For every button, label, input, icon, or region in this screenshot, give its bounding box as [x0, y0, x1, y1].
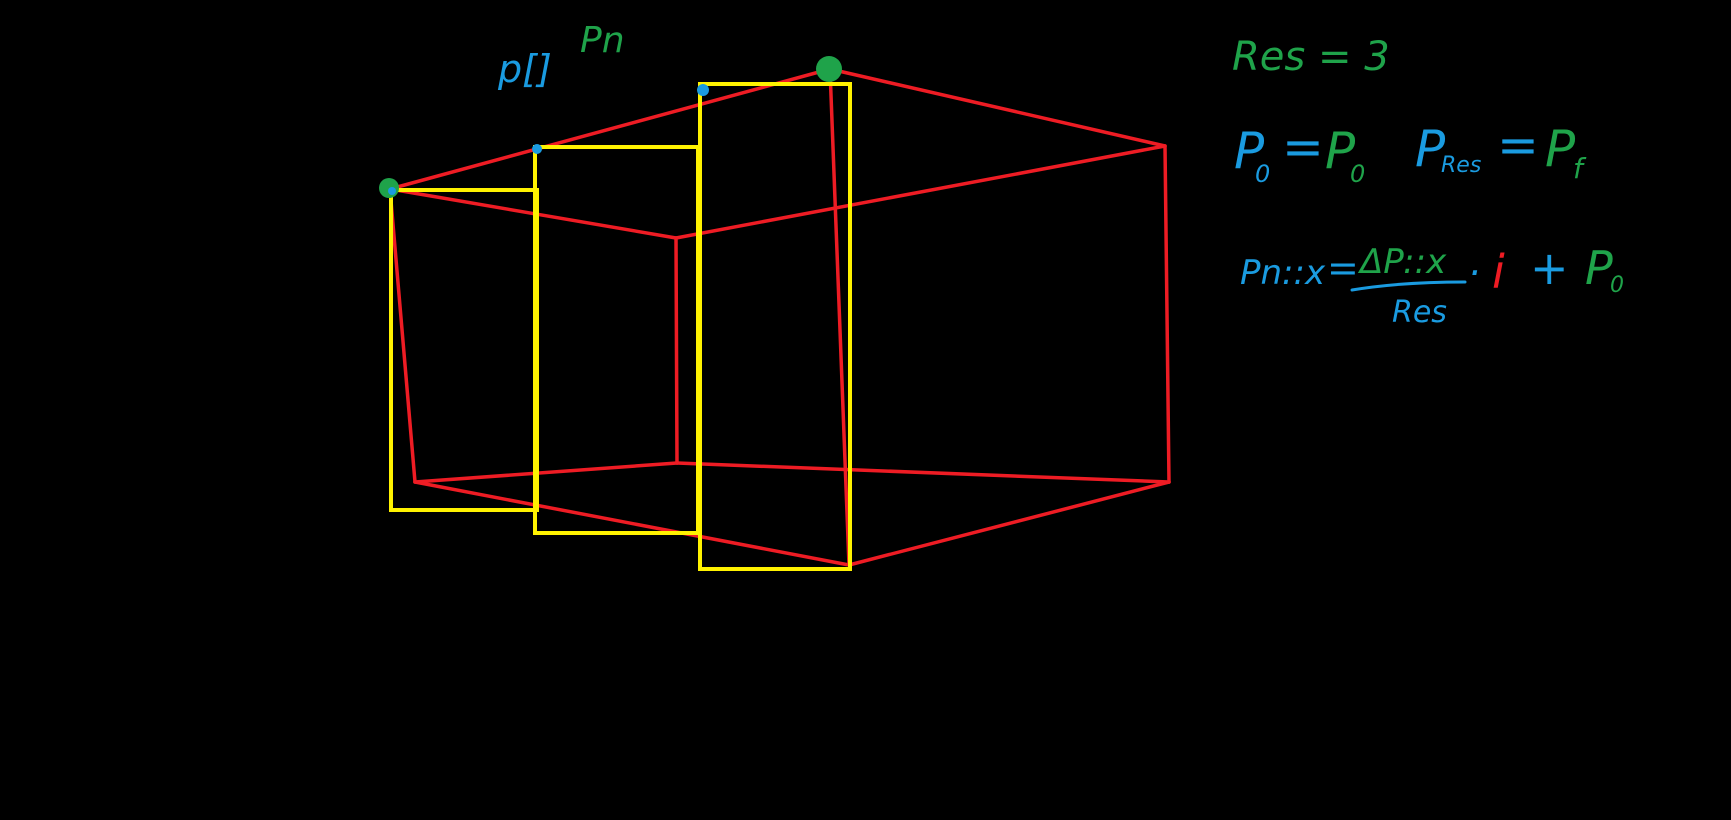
sample-points — [379, 56, 842, 198]
eq-pres-rhs: P — [1545, 120, 1576, 178]
formula-denominator: Res — [1392, 295, 1447, 330]
label-res: Res = 3 — [1232, 34, 1390, 80]
frustum-edge — [674, 236, 679, 465]
slice-rect-2 — [533, 145, 700, 535]
formula-p-sub: 0 — [1610, 273, 1624, 298]
slice-rect-3 — [698, 82, 852, 571]
formula-eq: = — [1327, 246, 1359, 290]
label-p-n: Pn — [580, 20, 625, 61]
point-p1 — [532, 144, 542, 154]
point-p2 — [697, 84, 709, 96]
eq-p0-rhs: P — [1325, 122, 1356, 180]
frustum-edge — [388, 187, 417, 484]
frustum-edge — [674, 144, 1167, 240]
formula-i: i — [1492, 245, 1505, 299]
eq-p0-eq: = — [1282, 118, 1324, 176]
eq-pres-eq: = — [1497, 116, 1539, 174]
point-pf-green — [816, 56, 842, 82]
frustum-edge — [828, 67, 1167, 148]
eq-pres-lhs: P — [1415, 120, 1446, 178]
frustum-wireframe — [388, 67, 1171, 567]
formula-numerator: ΔP::x — [1357, 242, 1447, 282]
frustum-edge — [847, 480, 1171, 567]
frustum-edge — [388, 67, 832, 191]
point-p0-green — [379, 178, 399, 198]
formula-fraction-bar — [1350, 280, 1467, 292]
annotations: p[] Pn Res = 3 P 0 = P 0 P Res = P f Pn:… — [497, 20, 1624, 330]
frustum-edge — [413, 461, 679, 484]
formula-lhs: Pn::x — [1240, 253, 1326, 293]
eq-pres-rhs-sub: f — [1573, 152, 1587, 185]
formula-p: P — [1585, 241, 1613, 295]
point-p0-blue — [388, 187, 396, 195]
eq-p0-rhs-sub: 0 — [1350, 160, 1365, 188]
frustum-edge — [675, 461, 1171, 484]
slice-rectangles — [389, 82, 852, 571]
eq-p0-lhs-sub: 0 — [1255, 160, 1270, 188]
frustum-edge — [413, 480, 851, 567]
eq-pres-lhs-sub: Res — [1441, 153, 1481, 178]
formula-dot: · — [1468, 251, 1480, 295]
label-p-array: p[] — [497, 47, 552, 91]
frustum-edge — [1163, 144, 1171, 484]
eq-p0-lhs: P — [1234, 122, 1265, 180]
frustum-edge — [828, 67, 851, 567]
formula-plus: + — [1530, 241, 1569, 295]
